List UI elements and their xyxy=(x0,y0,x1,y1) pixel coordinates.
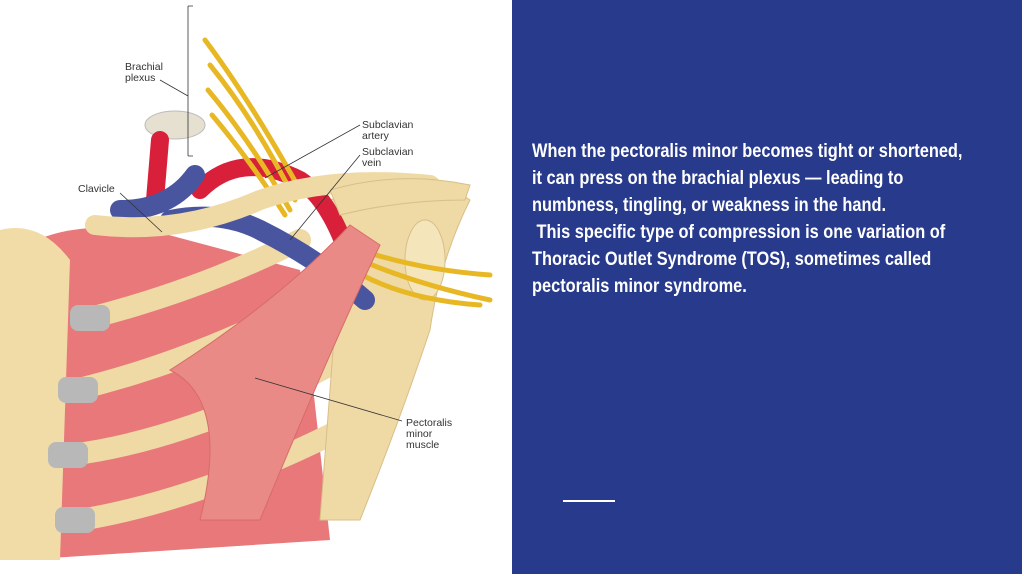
panel-body-text: When the pectoralis minor becomes tight … xyxy=(532,138,1002,300)
label-line: plexus xyxy=(125,72,156,84)
label-subclavian-vein: Subclavian vein xyxy=(362,147,413,169)
label-line: Pectoralis xyxy=(406,417,453,429)
label-line: muscle xyxy=(406,439,440,451)
label-line: vein xyxy=(362,157,382,169)
rib-cartilage xyxy=(48,305,110,533)
text-panel: When the pectoralis minor becomes tight … xyxy=(512,0,1022,574)
label-clavicle: Clavicle xyxy=(78,183,115,195)
text-line: This specific type of compression is one… xyxy=(532,221,946,243)
label-brachial-plexus: Brachial plexus xyxy=(125,62,163,84)
label-line: artery xyxy=(362,130,389,142)
label-line: Subclavian xyxy=(362,146,414,158)
label-line: Brachial xyxy=(125,61,163,73)
anatomy-illustration xyxy=(0,5,493,560)
label-line: Subclavian xyxy=(362,119,414,131)
text-line: Thoracic Outlet Syndrome (TOS), sometime… xyxy=(532,248,932,270)
text-line: it can press on the brachial plexus — le… xyxy=(532,167,904,189)
text-line: When the pectoralis minor becomes tight … xyxy=(532,140,963,162)
text-line: numbness, tingling, or weakness in the h… xyxy=(532,194,887,216)
label-subclavian-artery: Subclavian artery xyxy=(362,120,413,142)
sternum xyxy=(0,228,70,560)
text-line: pectoralis minor syndrome. xyxy=(532,275,747,297)
leader-lines xyxy=(119,5,403,422)
pectoralis-minor-muscle xyxy=(168,224,381,521)
label-pectoralis-minor: Pectoralis minor muscle xyxy=(406,418,452,451)
label-line: minor xyxy=(406,428,433,440)
decorative-dash xyxy=(563,500,615,502)
acromion xyxy=(329,178,471,216)
